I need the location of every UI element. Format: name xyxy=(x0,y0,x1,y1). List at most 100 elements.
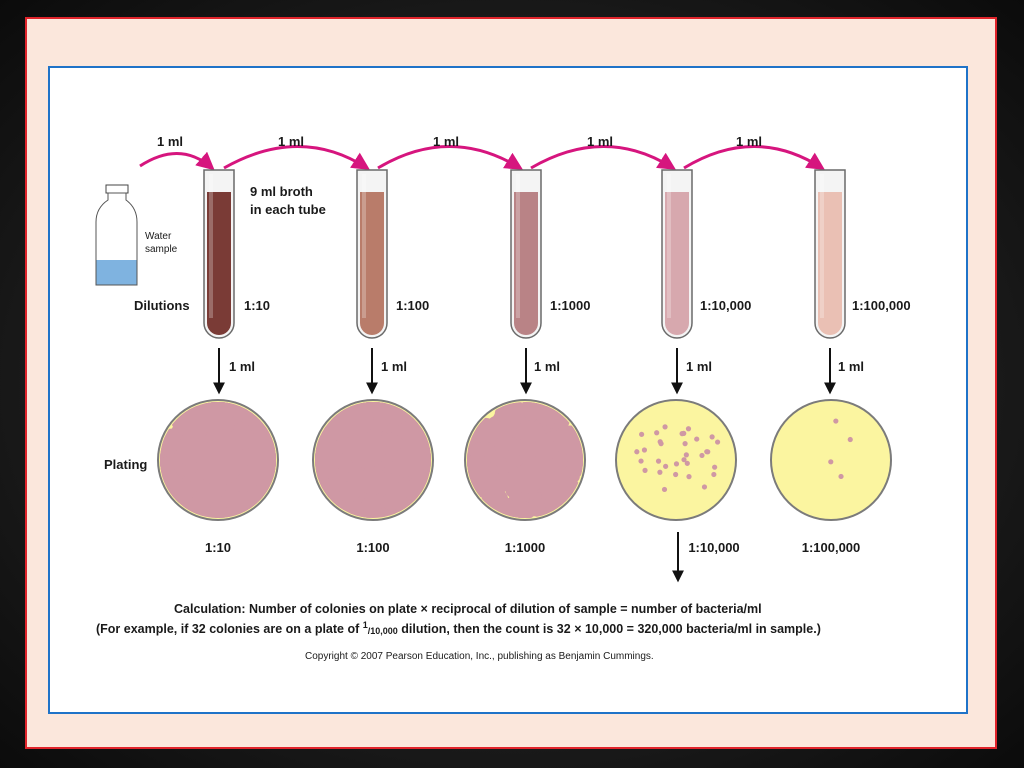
calc-line-2-sup: 1 xyxy=(363,620,368,630)
colony xyxy=(681,430,687,436)
water-sample-bottle xyxy=(95,184,138,286)
tube-dilution-label-4: 1:10,000 xyxy=(700,298,751,313)
colony xyxy=(681,457,687,463)
plate-colonies xyxy=(160,402,276,518)
drop-label-1: 1 ml xyxy=(229,359,255,374)
colony xyxy=(639,431,645,437)
colony xyxy=(661,486,668,493)
tube-highlight xyxy=(667,174,671,318)
tube-highlight xyxy=(209,174,213,318)
broth-note-line-1: 9 ml broth xyxy=(250,184,313,199)
colony-mass xyxy=(506,439,521,454)
plate-dilution-label-1: 1:10 xyxy=(205,540,231,555)
plate-dilution-label-5: 1:100,000 xyxy=(802,540,861,555)
colony-mass xyxy=(196,439,243,486)
tube-dilution-label-5: 1:100,000 xyxy=(852,298,911,313)
transfer-arrows xyxy=(139,145,826,171)
plate-colonies xyxy=(634,424,721,493)
colony xyxy=(833,418,839,424)
test-tube-4 xyxy=(661,169,693,339)
colony-mass xyxy=(467,453,487,474)
colony xyxy=(682,441,688,447)
calculation-line-1: Calculation: Number of colonies on plate… xyxy=(174,602,762,616)
agar-plate-1 xyxy=(157,399,279,521)
transfer-arrow-3 xyxy=(377,145,524,170)
drop-label-5: 1 ml xyxy=(838,359,864,374)
agar-plate-2 xyxy=(312,399,434,521)
tube-broth xyxy=(665,192,689,335)
colony-mass xyxy=(192,489,213,510)
tube-broth xyxy=(514,192,538,335)
tube-broth xyxy=(360,192,384,335)
colony-mass xyxy=(544,477,569,501)
colony xyxy=(838,473,844,480)
test-tube-3 xyxy=(510,169,542,339)
colony xyxy=(705,449,711,455)
colony xyxy=(663,463,669,469)
drop-label-2: 1 ml xyxy=(381,359,407,374)
colony-mass xyxy=(168,402,217,438)
colony xyxy=(714,439,721,445)
colony-mass xyxy=(512,463,543,494)
plate-colonies xyxy=(828,418,853,480)
transfer-label-3: 1 ml xyxy=(433,134,459,149)
colony-mass xyxy=(323,408,355,441)
colony-mass xyxy=(495,402,519,426)
plate-colonies xyxy=(315,402,431,518)
colony xyxy=(641,447,648,453)
tube-broth xyxy=(818,192,842,335)
transfer-arrow-4 xyxy=(530,145,677,170)
plate-dilution-label-4: 1:10,000 xyxy=(688,540,739,555)
calc-line-2-pre: (For example, if 32 colonies are on a pl… xyxy=(96,622,363,636)
colony xyxy=(847,436,853,443)
colony xyxy=(642,467,648,473)
colony-mass xyxy=(500,495,532,518)
tube-dilution-label-3: 1:1000 xyxy=(550,298,590,313)
transfer-label-1: 1 ml xyxy=(157,134,183,149)
water-fill xyxy=(96,260,137,285)
colony xyxy=(828,459,834,465)
drop-label-3: 1 ml xyxy=(534,359,560,374)
colony-mass xyxy=(361,495,380,514)
colony xyxy=(673,471,679,478)
colony xyxy=(701,484,708,490)
tube-dilution-label-2: 1:100 xyxy=(396,298,429,313)
plate-dilution-label-3: 1:1000 xyxy=(505,540,545,555)
plating-arrows xyxy=(213,348,836,395)
colony xyxy=(657,469,663,475)
colony xyxy=(654,430,660,436)
colony xyxy=(712,464,718,470)
colony xyxy=(699,452,705,459)
tube-highlight xyxy=(820,174,824,318)
test-tube-5 xyxy=(814,169,846,339)
plating-heading: Plating xyxy=(104,457,147,472)
agar-plate-5 xyxy=(770,399,892,521)
copyright-notice: Copyright © 2007 Pearson Education, Inc.… xyxy=(305,651,654,662)
colony-mass xyxy=(246,436,276,481)
colony xyxy=(686,474,692,480)
colony xyxy=(683,452,689,458)
test-tubes xyxy=(203,169,846,339)
colony xyxy=(684,460,690,466)
transfer-arrow-5 xyxy=(683,145,826,170)
agar-plates xyxy=(157,399,892,521)
transfer-label-2: 1 ml xyxy=(278,134,304,149)
water-sample-label-2: sample xyxy=(145,244,178,255)
colony-mass xyxy=(487,464,499,476)
water-sample-label-1: Water xyxy=(145,231,172,242)
agar-plate-3 xyxy=(464,399,586,521)
colony-mass xyxy=(403,479,425,501)
tube-dilution-label-1: 1:10 xyxy=(244,298,270,313)
tube-highlight xyxy=(516,174,520,318)
colony-mass xyxy=(533,437,557,462)
plate-agar xyxy=(615,399,737,521)
plate-dilution-label-2: 1:100 xyxy=(356,540,389,555)
colony-mass xyxy=(315,434,343,477)
transfer-arrow-2 xyxy=(223,145,371,170)
colony-mass xyxy=(405,457,424,477)
test-tube-2 xyxy=(356,169,388,339)
colony xyxy=(634,449,640,455)
broth-note-line-2: in each tube xyxy=(250,202,326,217)
colony xyxy=(673,461,680,467)
transfer-label-5: 1 ml xyxy=(736,134,762,149)
